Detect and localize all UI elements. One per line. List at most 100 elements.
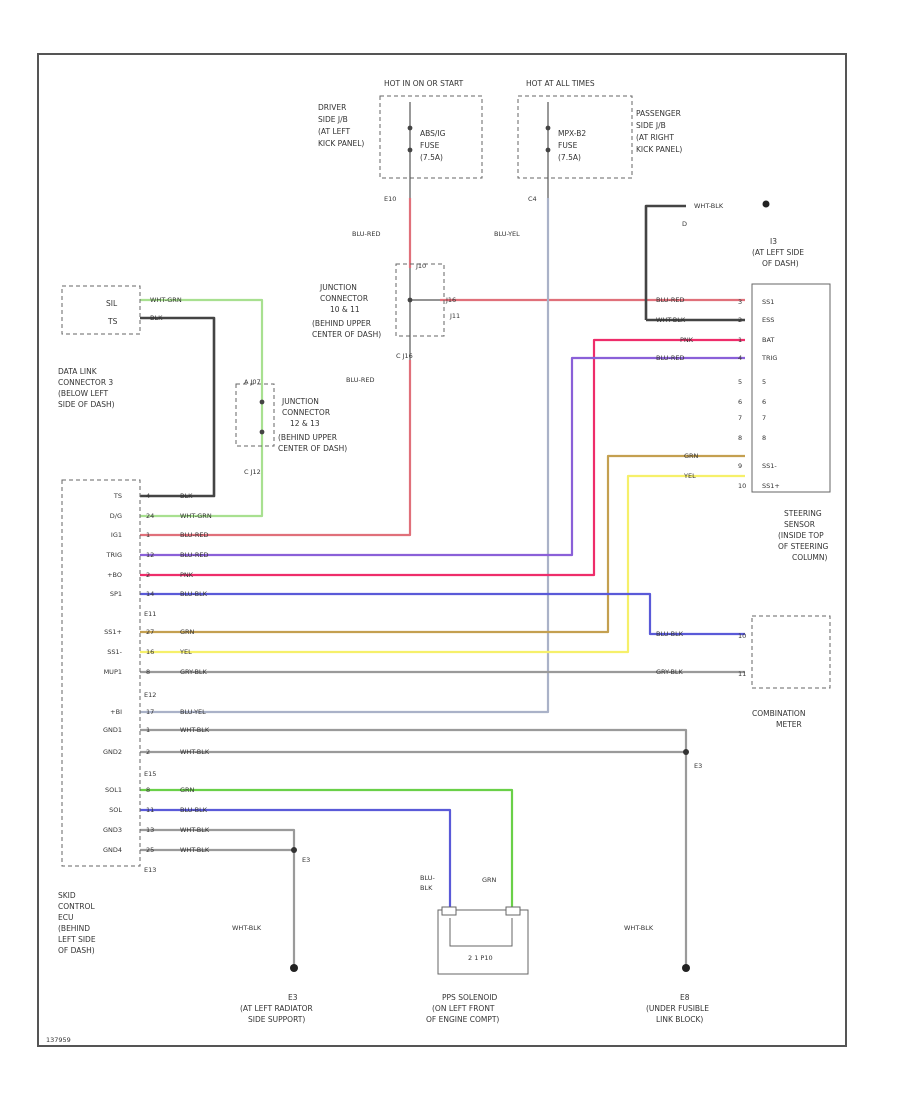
- right-fuse-terminal-bottom: [545, 147, 551, 153]
- pps-coil: [449, 918, 513, 947]
- steering-pin-num-7: 8: [738, 434, 742, 442]
- wl-ecu-mup1: GRY-BLK: [180, 668, 208, 676]
- wl-junction-down: BLU-RED: [346, 376, 375, 384]
- ecu-pin-11: GND2: [103, 748, 122, 756]
- ecu-pin-num-0: 4: [146, 492, 150, 500]
- steering-label-0: STEERING: [784, 509, 822, 518]
- wl-ecu-trig: BLU-RED: [180, 551, 209, 559]
- ecu-label-4: LEFT SIDE: [58, 935, 96, 944]
- junction-top-label-0: JUNCTION: [319, 283, 357, 292]
- ground-e3-point: [290, 964, 298, 972]
- ecu-pin-7: SS1-: [107, 648, 122, 656]
- steering-pin-2: BAT: [762, 336, 774, 344]
- ecu-pin-15: GND4: [103, 846, 122, 854]
- junction-top-pin-0: J10: [415, 262, 426, 270]
- junction-top-pin-1: J11: [449, 312, 460, 320]
- combination-meter-outline: [751, 615, 831, 689]
- meter-label-1: METER: [776, 720, 802, 729]
- ecu-connector-e13: E13: [144, 866, 156, 874]
- ground-e3-label-0: E3: [288, 993, 298, 1002]
- wl-meter-sp1: BLU-BLK: [656, 630, 684, 638]
- ground-e8-label-2: LINK BLOCK): [656, 1015, 703, 1024]
- steering-pin-num-6: 7: [738, 414, 742, 422]
- steering-pin-num-2: 1: [738, 336, 742, 344]
- driver-jb-label-3: KICK PANEL): [318, 139, 364, 148]
- combination-meter: 10 11 COMBINATION METER: [738, 615, 831, 729]
- ecu-pin-num-2: 1: [146, 531, 150, 539]
- junction-connector-12-13: A J07 C J12 JUNCTION CONNECTOR 12 & 13 (…: [235, 378, 347, 476]
- right-fuse-terminal-top: [545, 125, 551, 131]
- wl-st-ig1: BLU-RED: [656, 296, 685, 304]
- wire-junction-to-ecu-dg: [140, 360, 412, 537]
- junction-left-outline: [235, 383, 275, 447]
- ecu-pin-8: MUP1: [104, 668, 122, 676]
- wl-st-ss1m: GRN: [684, 452, 699, 460]
- wire-ecu-ss1p-to-steering-ss1m: [140, 454, 745, 634]
- ecu-pin-num-1: 24: [146, 512, 154, 520]
- ground-e8-label-0: E8: [680, 993, 690, 1002]
- steering-ground-wire: WHT-BLK: [694, 202, 724, 210]
- right-fuse-name: MPX-B2: [558, 129, 586, 138]
- junction-connector-10-11: J10 J11 J16 C J16 JUNCTION CONNECTOR 10 …: [312, 262, 460, 360]
- steering-ground-label-1: (AT LEFT SIDE: [752, 248, 804, 257]
- left-fuse-pin: E10: [384, 195, 396, 203]
- wl-ecu-ss1p: GRN: [180, 628, 195, 636]
- right-fuse-pin: C4: [528, 195, 537, 203]
- ecu-pin-6: SS1+: [104, 628, 122, 636]
- pps-terminal-left: [441, 906, 457, 916]
- driver-side-junction-block: HOT IN ON OR START DRIVER SIDE J/B (AT L…: [318, 79, 483, 203]
- wire-ecu-sp1-to-meter: [140, 592, 745, 636]
- dlc-pin-ts: TS: [107, 317, 118, 326]
- right-fuse-hot-label: HOT AT ALL TIMES: [526, 79, 595, 88]
- wire-steering-ground: [644, 204, 686, 320]
- junction-left-node-bottom: [259, 429, 265, 435]
- wl-dlc-ts: WHT-GRN: [150, 296, 182, 304]
- wl-st-bat: PNK: [680, 336, 694, 344]
- wl-ecu-ts: BLK: [180, 492, 193, 500]
- wire-dlc-sil-to-ecu-ts: [140, 316, 216, 498]
- wl-fuse-left: BLU-RED: [352, 230, 381, 238]
- splice-e8: [683, 749, 689, 755]
- right-fuse-word: FUSE: [558, 141, 578, 150]
- steering-pin-4: 5: [762, 378, 766, 386]
- ecu-label-1: CONTROL: [58, 902, 95, 911]
- ecu-connector-e11: E11: [144, 610, 156, 618]
- ecu-pin-5: SP1: [110, 590, 122, 598]
- wire-fuse-to-ecu-bi: [140, 198, 550, 714]
- ecu-pin-num-9: 17: [146, 708, 154, 716]
- left-fuse-name: ABS/IG: [420, 129, 446, 138]
- steering-label-2: (INSIDE TOP: [778, 531, 824, 540]
- driver-jb-label-2: (AT LEFT: [318, 127, 351, 136]
- ground-e8-label-1: (UNDER FUSIBLE: [646, 1004, 709, 1013]
- ecu-connector-e15: E15: [144, 770, 156, 778]
- wl-ground-e3: WHT-BLK: [232, 924, 262, 932]
- ecu-pin-0: TS: [113, 492, 122, 500]
- left-fuse-hot-label: HOT IN ON OR START: [384, 79, 464, 88]
- dlc-label-1: CONNECTOR 3: [58, 378, 113, 387]
- pps-solenoid-box: [437, 909, 529, 975]
- wire-ecu-gnd3: [140, 828, 296, 850]
- ground-e3: E3 (AT LEFT RADIATOR SIDE SUPPORT): [240, 964, 313, 1024]
- junction-top-pin-3: C J16: [396, 352, 413, 360]
- wire-dlc-ts-to-ecu-dg: [140, 298, 264, 518]
- ecu-label-2: ECU: [58, 913, 73, 922]
- steering-pin-num-3: 4: [738, 354, 742, 362]
- wl-ecu-gnd4: WHT-BLK: [180, 846, 210, 854]
- junction-top-node: [407, 297, 413, 303]
- wire-ecu-trig-to-steering-trig: [140, 356, 745, 557]
- pps-box-label: 2 1 P10: [468, 954, 493, 962]
- steering-pin-6: 7: [762, 414, 766, 422]
- wl-dlc-sil: BLK: [150, 314, 163, 322]
- steering-ground-point: [762, 200, 770, 208]
- wire-ecu-bo-to-steering-bat: [140, 338, 745, 577]
- ecu-pin-num-12: 8: [146, 786, 150, 794]
- ecu-outline: [61, 479, 141, 867]
- splice-e3-label: E3: [302, 856, 310, 864]
- steering-ground-label-2: OF DASH): [762, 259, 799, 268]
- wl-st-ss1p: YEL: [683, 472, 696, 480]
